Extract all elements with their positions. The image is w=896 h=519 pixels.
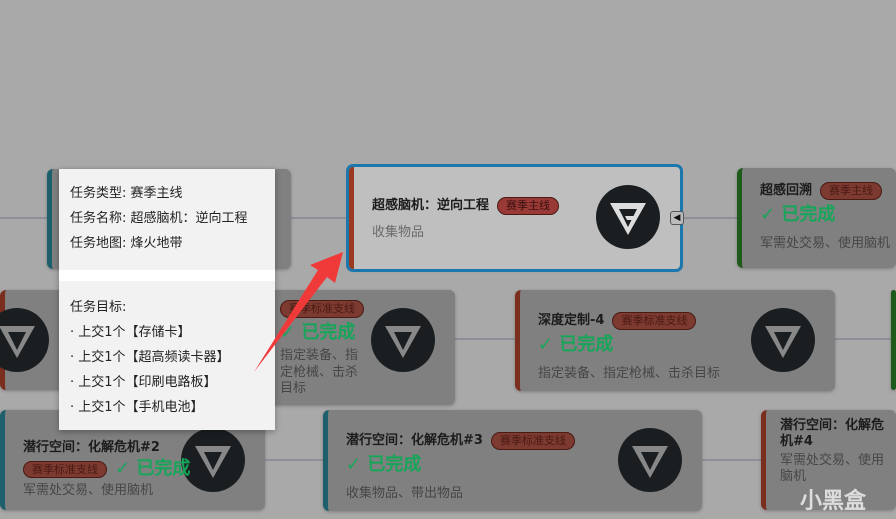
- completed-status: ✓ 已完成: [346, 453, 422, 475]
- goal-item: · 上交1个【手机电池】: [70, 400, 204, 415]
- completed-status: ✓ 已完成: [280, 321, 356, 343]
- game-logo-icon: [181, 428, 245, 492]
- task-title: 超感脑机：逆向工程: [372, 197, 490, 213]
- game-logo-icon: [751, 308, 815, 372]
- task-tag: 赛季标准支线: [280, 300, 364, 318]
- game-logo-icon: [0, 308, 49, 372]
- task-card-active[interactable]: 超感脑机：逆向工程 赛季主线 收集物品: [346, 164, 683, 272]
- task-desc: 指定装备、指定枪械、击杀目标: [538, 366, 721, 382]
- task-type: 任务类型: 赛季主线: [70, 186, 183, 201]
- watermark: 小黑盒: [800, 489, 867, 514]
- game-logo-icon: [596, 185, 660, 249]
- task-tag: 赛季标准支线: [490, 432, 575, 450]
- task-card[interactable]: 深度定制-4 赛季标准支线 ✓ 已完成 指定装备、指定枪械、击杀目标: [515, 290, 835, 391]
- task-desc: 收集物品、带出物品: [346, 486, 464, 502]
- task-title: 超感回溯: [760, 182, 813, 198]
- task-tag: 赛季主线: [820, 182, 883, 200]
- task-tag: 赛季标准支线: [612, 312, 697, 330]
- task-title: 潜行空间：化解危机#3: [346, 432, 483, 448]
- goal-item: · 上交1个【存储卡】: [70, 325, 191, 340]
- task-card[interactable]: 潜行空间：化解危机#3 赛季标准支线 ✓ 已完成 收集物品、带出物品: [323, 410, 702, 511]
- task-card[interactable]: 超感回溯 赛季主线 ✓ 已完成 军需处交易、使用脑机: [737, 168, 896, 268]
- task-title: 潜行空间：化解危机#4: [780, 418, 885, 450]
- task-card[interactable]: [891, 290, 896, 390]
- goal-item: · 上交1个【超高频读卡器】: [70, 350, 230, 365]
- completed-status: ✓ 已完成: [760, 203, 836, 225]
- task-tag: 赛季主线: [497, 197, 560, 215]
- completed-status: ✓ 已完成: [538, 333, 614, 355]
- task-desc: 军需处交易、使用脑机: [760, 236, 891, 252]
- task-card[interactable]: 潜行空间：化解危机#4 军需处交易、使用脑机: [761, 410, 896, 510]
- task-title: 深度定制-4: [538, 312, 605, 328]
- task-desc: 军需处交易、使用脑机: [780, 452, 885, 484]
- goal-label: 任务目标:: [70, 300, 127, 315]
- game-logo-icon: [371, 308, 435, 372]
- divider: [59, 270, 275, 281]
- task-desc: 指定装备、指定枪械、击杀目标: [280, 348, 359, 396]
- collapse-toggle-icon[interactable]: ◀: [670, 211, 684, 225]
- task-desc: 军需处交易、使用脑机: [23, 482, 154, 498]
- task-map: 任务地图: 烽火地带: [70, 236, 183, 251]
- task-desc: 收集物品: [372, 224, 425, 240]
- task-name: 任务名称: 超感脑机：逆向工程: [70, 211, 248, 226]
- task-tag: 赛季标准支线: [23, 460, 107, 479]
- game-logo-icon: [618, 428, 682, 492]
- goal-item: · 上交1个【印刷电路板】: [70, 375, 217, 390]
- task-tooltip: 任务类型: 赛季主线 任务名称: 超感脑机：逆向工程 任务地图: 烽火地带 任务…: [59, 169, 275, 430]
- task-title: 潜行空间：化解危机#2: [23, 440, 160, 455]
- completed-status: ✓ 已完成: [115, 458, 191, 480]
